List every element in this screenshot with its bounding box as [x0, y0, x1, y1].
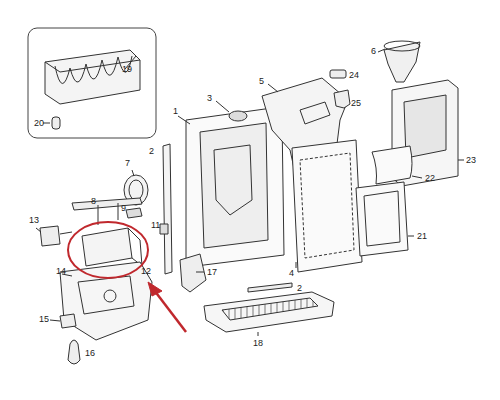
callout-number: 8 [90, 196, 97, 206]
callout-number: 14 [55, 266, 67, 276]
callout-number: 4 [288, 268, 295, 278]
callout-number: 19 [121, 64, 133, 74]
callout-number: 17 [206, 267, 218, 277]
callout-number: 20 [33, 118, 45, 128]
callout-number: 25 [350, 98, 362, 108]
callout-number: 5 [258, 76, 265, 86]
callout-number: 13 [28, 215, 40, 225]
callout-number: 15 [38, 314, 50, 324]
callout-number: 7 [124, 158, 131, 168]
callout-number: 24 [348, 70, 360, 80]
callout-number: 21 [416, 231, 428, 241]
callout-number: 9 [120, 203, 127, 213]
callout-number: 6 [370, 46, 377, 56]
callout-number: 22 [424, 173, 436, 183]
callout-number: 1 [172, 106, 179, 116]
callout-number: 11 [150, 220, 161, 230]
callout-number: 12 [140, 266, 152, 276]
callout-number: 23 [465, 155, 477, 165]
callout-number: 2 [148, 146, 155, 156]
callout-number: 3 [206, 93, 213, 103]
callout-number: 18 [252, 338, 264, 348]
callout-number: 16 [84, 348, 96, 358]
callout-number: 2 [296, 283, 303, 293]
